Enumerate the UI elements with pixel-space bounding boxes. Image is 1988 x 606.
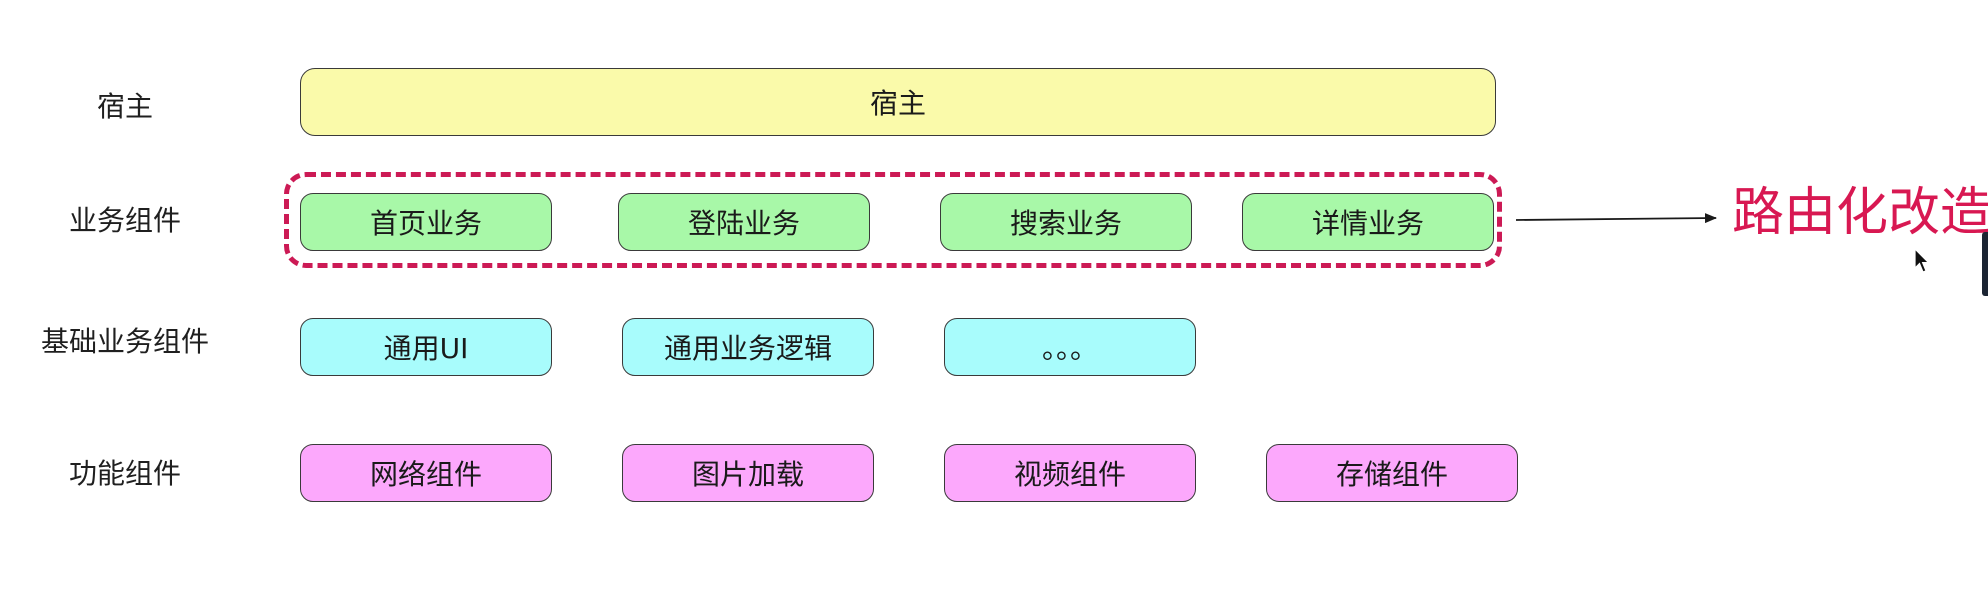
business-highlight-frame [284, 172, 1502, 268]
functional-box-storage: 存储组件 [1266, 444, 1518, 502]
mouse-cursor-icon [1914, 248, 1930, 273]
functional-box-video: 视频组件 [944, 444, 1196, 502]
base-box-common-logic: 通用业务逻辑 [622, 318, 874, 376]
base-box-ellipsis: 。。。 [944, 318, 1196, 376]
routing-refactor-callout: 路由化改造 [1732, 183, 1988, 243]
business-box-home: 首页业务 [300, 193, 552, 251]
row-label-base-business: 基础业务组件 [40, 325, 209, 358]
right-edge-bar [1982, 232, 1988, 296]
business-box-login: 登陆业务 [618, 193, 870, 251]
functional-box-network: 网络组件 [300, 444, 552, 502]
business-box-search: 搜索业务 [940, 193, 1192, 251]
row-label-host: 宿主 [96, 90, 153, 123]
row-label-business: 业务组件 [68, 204, 181, 237]
business-box-detail: 详情业务 [1242, 193, 1494, 251]
functional-box-image-loading: 图片加载 [622, 444, 874, 502]
base-box-common-ui: 通用UI [300, 318, 552, 376]
host-box: 宿主 [300, 68, 1496, 136]
row-label-functional: 功能组件 [68, 457, 181, 490]
